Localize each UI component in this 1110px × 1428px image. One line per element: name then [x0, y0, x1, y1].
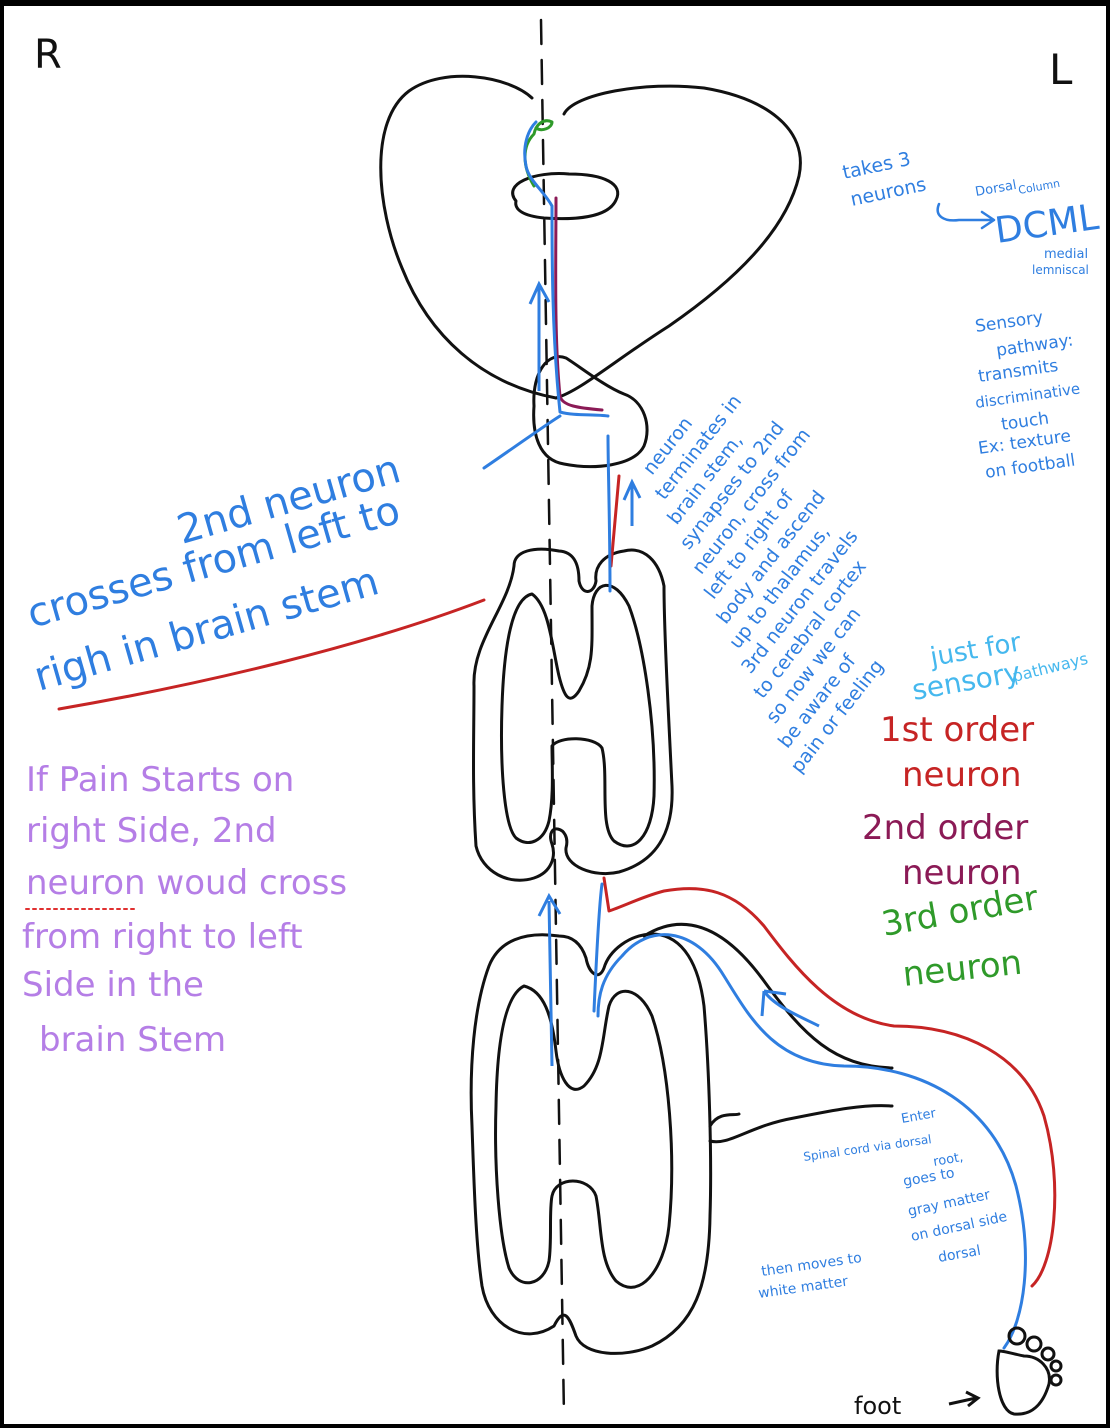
sensory-line-3: transmits — [977, 356, 1060, 387]
pain-note: If Pain Starts on right Side, 2nd neuron… — [22, 760, 347, 1060]
pain-note-line-5: Side in the — [22, 965, 204, 1005]
legend: just for sensory pathways 1st order neur… — [862, 627, 1090, 995]
second-order-neuron-path — [554, 196, 604, 412]
pain-note-line-3: neuron woud cross — [26, 863, 347, 903]
right-side-label: R — [34, 32, 62, 78]
left-side-label: L — [1049, 45, 1073, 94]
spinal-note-line-1: Enter — [900, 1106, 938, 1127]
spinal-note: Enter Spinal cord via dorsal root, goes … — [802, 1106, 1008, 1266]
drawing-canvas: R L takes 3 neurons Dorsal Column DCML m… — [4, 6, 1106, 1424]
blue-pathway — [482, 120, 1027, 1350]
ventral-root-lines — [708, 1104, 894, 1144]
pain-note-line-1: If Pain Starts on — [26, 760, 294, 800]
dcml-medial-line-1: medial — [1044, 247, 1088, 262]
foot-drawing — [948, 1326, 1063, 1416]
brain-left-hemisphere — [554, 84, 802, 400]
legend-first-line-1: 1st order — [880, 710, 1034, 750]
pain-note-line-6: brain Stem — [39, 1020, 226, 1060]
spinal-note-line-3: root, — [932, 1150, 964, 1170]
dorsal-root-lines — [642, 922, 894, 1070]
pain-note-line-4: from right to left — [22, 917, 303, 957]
foot-label: foot — [854, 1392, 901, 1420]
sensory-line-2: pathway: — [995, 330, 1075, 361]
spinal-note-line-4: goes to — [902, 1165, 956, 1190]
dcml-dorsal-line-1: Dorsal — [974, 178, 1018, 200]
legend-second-line-2: neuron — [902, 853, 1022, 893]
gray-matter-lower — [494, 984, 674, 1289]
sensory-note: Sensory pathway: transmits discriminativ… — [974, 308, 1081, 483]
brain-right-hemisphere — [379, 74, 558, 400]
white-matter-note: then moves to white matter — [757, 1250, 862, 1302]
legend-third-line-2: neuron — [901, 943, 1024, 995]
white-note-line-1: then moves to — [760, 1250, 862, 1280]
legend-second-line-1: 2nd order — [862, 808, 1028, 848]
pain-note-line-2: right Side, 2nd — [26, 811, 277, 851]
first-order-neuron-path — [602, 474, 1057, 1288]
thalamus — [511, 172, 620, 221]
spinal-note-line-7: dorsal — [937, 1243, 982, 1266]
dcml-medial-line-2: lemniscal — [1032, 263, 1089, 277]
spinal-note-line-2: Spinal cord via dorsal — [802, 1132, 932, 1164]
crossing-note: 2nd neuron crosses from left to righ in … — [22, 446, 405, 701]
spinal-segment-upper — [472, 547, 674, 882]
spinal-segment-lower — [469, 932, 713, 1355]
dcml-arrow — [936, 202, 996, 230]
legend-first-line-2: neuron — [902, 755, 1022, 795]
gray-matter-upper — [500, 583, 656, 848]
brainstem — [532, 355, 649, 469]
sensory-line-1: Sensory — [974, 308, 1044, 337]
direction-arrows — [528, 280, 820, 1067]
dcml-acronym: DCML — [993, 197, 1102, 252]
neuro-diagram: R L takes 3 neurons Dorsal Column DCML m… — [22, 18, 1102, 1420]
crossing-note-underline — [57, 598, 486, 711]
dcml-dorsal-line-2: Column — [1017, 177, 1061, 197]
